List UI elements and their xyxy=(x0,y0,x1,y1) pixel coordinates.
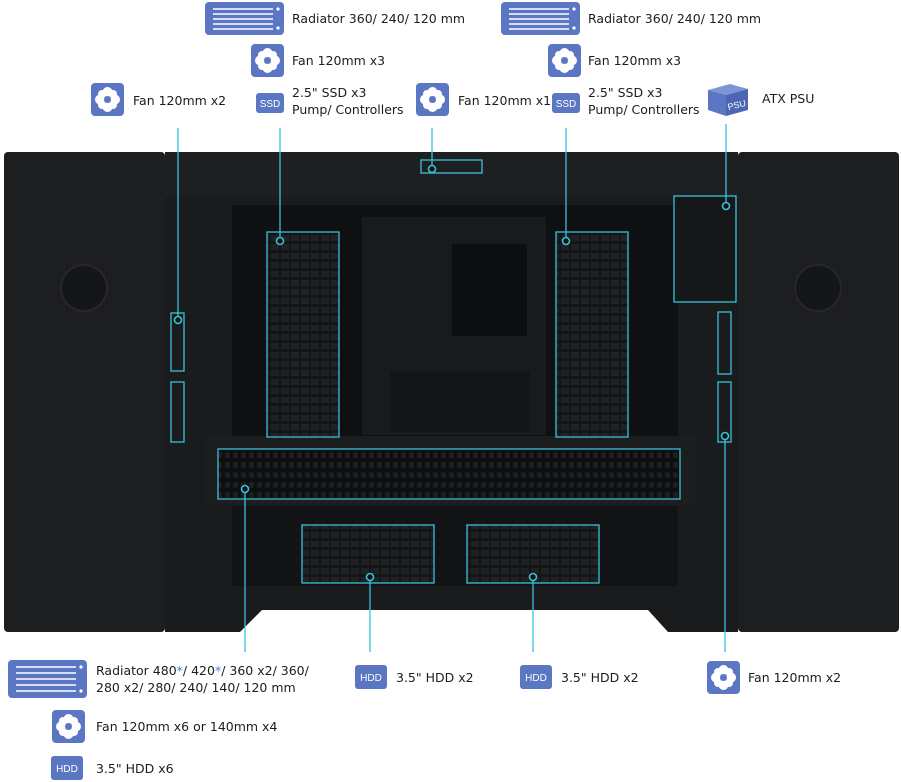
label-fan-top-center: Fan 120mm x1 xyxy=(458,93,552,108)
highlight-hdd-left xyxy=(301,524,435,584)
radiator-icon xyxy=(8,660,87,698)
psu-area xyxy=(675,197,735,302)
label-fan-bottom-left: Fan 120mm x6 or 140mm x4 xyxy=(96,719,278,734)
ssd-icon-text: SSD xyxy=(260,99,281,110)
highlight-top-fan xyxy=(420,159,483,174)
hdd-icon-text: HDD xyxy=(56,764,78,775)
label-radiator-bottom-line2: 280 x2/ 280/ 240/ 140/ 120 mm xyxy=(96,680,296,695)
radiator-icon xyxy=(205,2,284,35)
label-radiator-top-right: Radiator 360/ 240/ 120 mm xyxy=(588,11,762,26)
highlight-right-radiator xyxy=(555,231,629,438)
label-psu: ATX PSU xyxy=(762,91,815,106)
psu-icon-text: PSU xyxy=(727,98,747,112)
fan-icon xyxy=(251,44,284,77)
left-radiator-bracket xyxy=(267,232,339,437)
fan-icon xyxy=(416,83,449,116)
highlight-psu xyxy=(673,195,737,303)
label-ssd-left: 2.5" SSD x3 Pump/ Controllers xyxy=(292,84,404,118)
label-fan-top-right: Fan 120mm x3 xyxy=(588,53,682,68)
label-fan-left-door: Fan 120mm x2 xyxy=(133,93,227,108)
highlight-bottom-radiator xyxy=(217,448,681,500)
label-ssd-left-line2: Pump/ Controllers xyxy=(292,102,404,117)
hdd-icon: HDD xyxy=(520,665,552,689)
left-door xyxy=(4,152,165,632)
label-hdd-center-left: 3.5" HDD x2 xyxy=(396,670,474,685)
label-ssd-left-line1: 2.5" SSD x3 xyxy=(292,85,367,100)
asterisk-mark: * xyxy=(176,663,183,678)
label-ssd-right-line2: Pump/ Controllers xyxy=(588,102,700,117)
right-door-knob xyxy=(794,264,842,312)
psu-icon: PSU xyxy=(704,82,750,118)
hdd-icon-text: HDD xyxy=(360,673,382,684)
asterisk-mark: * xyxy=(214,663,222,678)
ssd-icon: SSD xyxy=(552,93,580,113)
label-fan-top-left: Fan 120mm x3 xyxy=(292,53,386,68)
hdd-icon: HDD xyxy=(51,756,83,780)
highlight-left-radiator xyxy=(266,231,340,438)
motherboard-cutout xyxy=(452,244,527,336)
radiator-icon xyxy=(501,2,580,35)
label-ssd-right: 2.5" SSD x3 Pump/ Controllers xyxy=(588,84,700,118)
chassis-top-bar xyxy=(165,152,738,196)
label-ssd-right-line1: 2.5" SSD x3 xyxy=(588,85,663,100)
label-hdd-bottom-left: 3.5" HDD x6 xyxy=(96,761,174,776)
label-radiator-top-left: Radiator 360/ 240/ 120 mm xyxy=(292,11,466,26)
highlight-left-door-fan-2 xyxy=(170,381,185,443)
lower-chamber xyxy=(232,506,678,586)
right-radiator-bracket xyxy=(556,232,628,437)
highlight-right-door-fan xyxy=(717,311,732,375)
label-radiator-bottom-line1: Radiator 480*/ 420*/ 360 x2/ 360/ xyxy=(96,663,309,678)
label-fan-right-door: Fan 120mm x2 xyxy=(748,670,842,685)
hdd-icon-text: HDD xyxy=(525,673,547,684)
ssd-icon: SSD xyxy=(256,93,284,113)
fan-icon xyxy=(548,44,581,77)
label-radiator-bottom: Radiator 480*/ 420*/ 360 x2/ 360/ 280 x2… xyxy=(96,662,309,696)
left-door-knob xyxy=(60,264,108,312)
fan-icon xyxy=(91,83,124,116)
fan-icon xyxy=(52,710,85,743)
label-hdd-center-right: 3.5" HDD x2 xyxy=(561,670,639,685)
hdd-icon: HDD xyxy=(355,665,387,689)
right-door xyxy=(738,152,899,632)
fan-icon xyxy=(707,661,740,694)
ssd-icon-text: SSD xyxy=(556,99,577,110)
